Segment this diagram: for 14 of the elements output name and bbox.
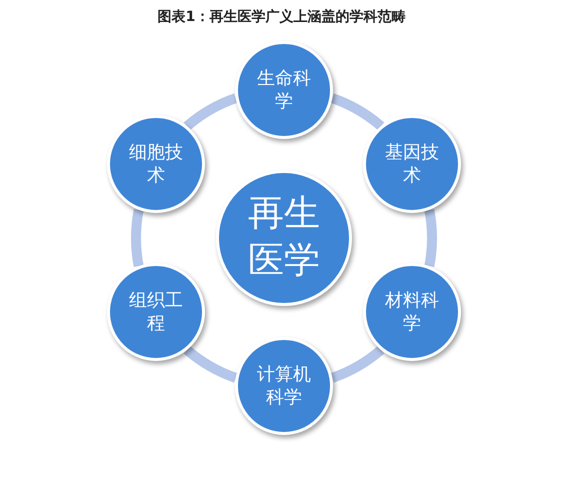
title: 图表1：再生医学广义上涵盖的学科范畴 — [156, 8, 406, 26]
circle-label: 材料科学 — [384, 288, 440, 336]
ring-arc — [184, 93, 238, 130]
ring-arc — [131, 209, 144, 267]
circle-label: 再生医学 — [247, 192, 321, 283]
ring-arc — [330, 93, 384, 130]
ring-arc — [424, 209, 437, 267]
circle-label: 组织工程 — [128, 288, 184, 336]
ring-arc — [184, 346, 238, 383]
circle-label: 细胞技术 — [128, 140, 184, 188]
circle-label: 基因技术 — [384, 140, 440, 188]
ring-arc — [330, 346, 384, 383]
circle-label: 计算机科学 — [256, 362, 312, 410]
circle-label: 生命科学 — [256, 66, 312, 114]
